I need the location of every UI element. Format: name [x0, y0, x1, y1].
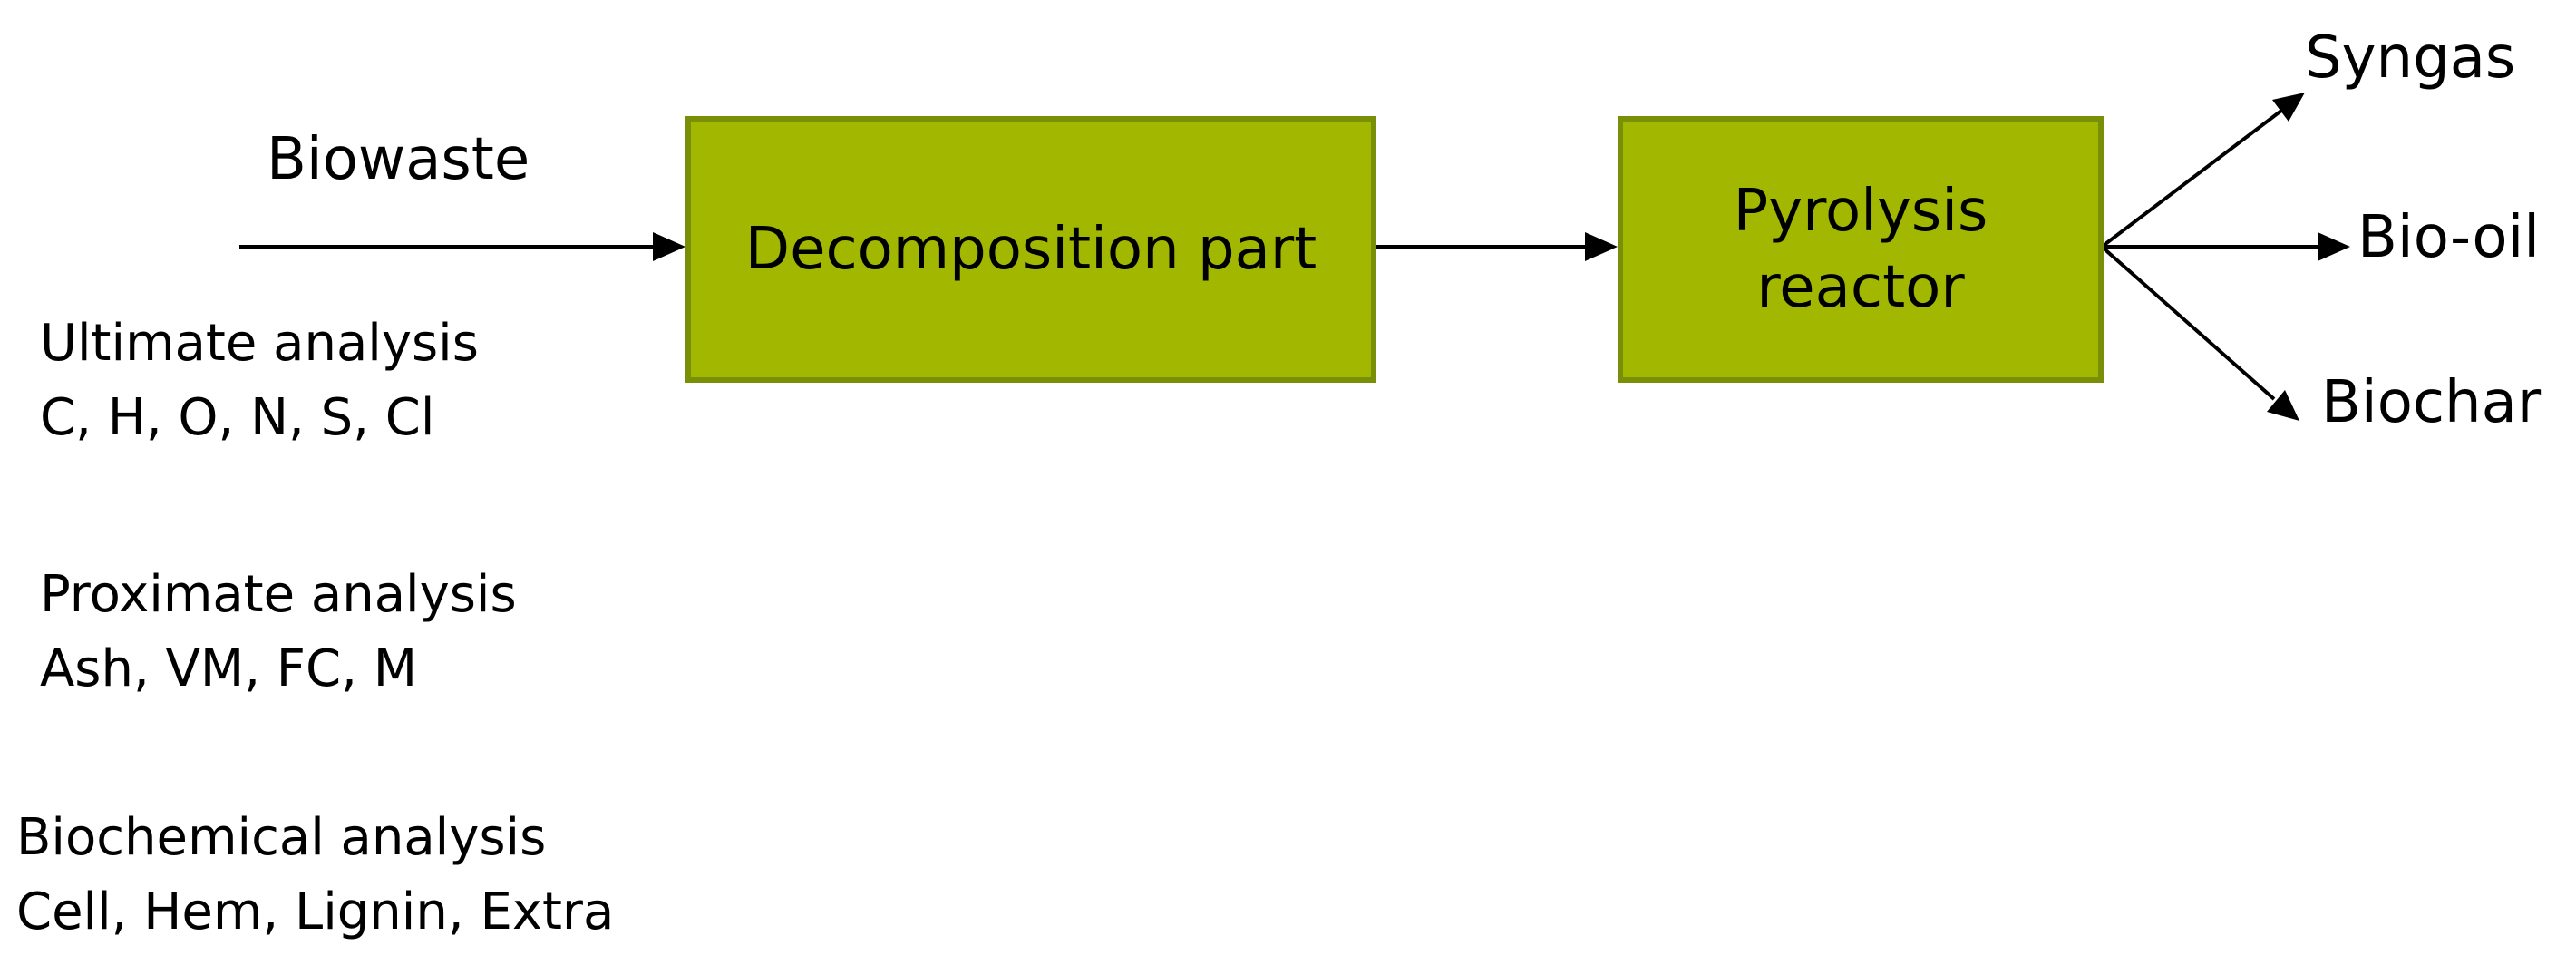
ultimate-analysis-title: Ultimate analysis [40, 314, 479, 373]
arrowhead-syngas [2272, 93, 2305, 122]
pyrolysis-reactor-block: Pyrolysis reactor [1618, 116, 2104, 383]
pyrolysis-label-line2: reactor [1756, 254, 1965, 321]
bio-oil-output-label: Bio-oil [2357, 204, 2541, 271]
arrowhead-decomposition [653, 232, 685, 261]
arrow-pyrolysis-to-biochar [2100, 245, 2276, 401]
decomposition-block: Decomposition part [685, 116, 1376, 383]
biowaste-label: Biowaste [267, 126, 530, 193]
proximate-analysis-title: Proximate analysis [40, 565, 517, 624]
arrow-pyrolysis-to-syngas [2100, 109, 2283, 249]
arrowhead-biochar [2267, 390, 2299, 421]
proximate-analysis: Proximate analysis Ash, VM, FC, M [40, 558, 517, 707]
decomposition-label: Decomposition part [744, 215, 1317, 283]
arrowhead-pyrolysis [1585, 232, 1618, 261]
pyrolysis-label-line1: Pyrolysis [1733, 177, 1988, 245]
ultimate-analysis: Ultimate analysis C, H, O, N, S, Cl [40, 307, 479, 455]
arrowheads [653, 93, 2350, 421]
biochemical-analysis: Biochemical analysis Cell, Hem, Lignin, … [16, 801, 614, 950]
syngas-output-label: Syngas [2305, 24, 2516, 92]
biochemical-analysis-title: Biochemical analysis [16, 808, 547, 867]
biochar-output-label: Biochar [2321, 369, 2542, 436]
biochemical-analysis-items: Cell, Hem, Lignin, Extra [16, 882, 615, 941]
pyrolysis-label: Pyrolysis reactor [1734, 173, 1988, 327]
proximate-analysis-items: Ash, VM, FC, M [40, 639, 418, 698]
arrowhead-bio-oil [2318, 232, 2350, 261]
ultimate-analysis-items: C, H, O, N, S, Cl [40, 388, 435, 447]
